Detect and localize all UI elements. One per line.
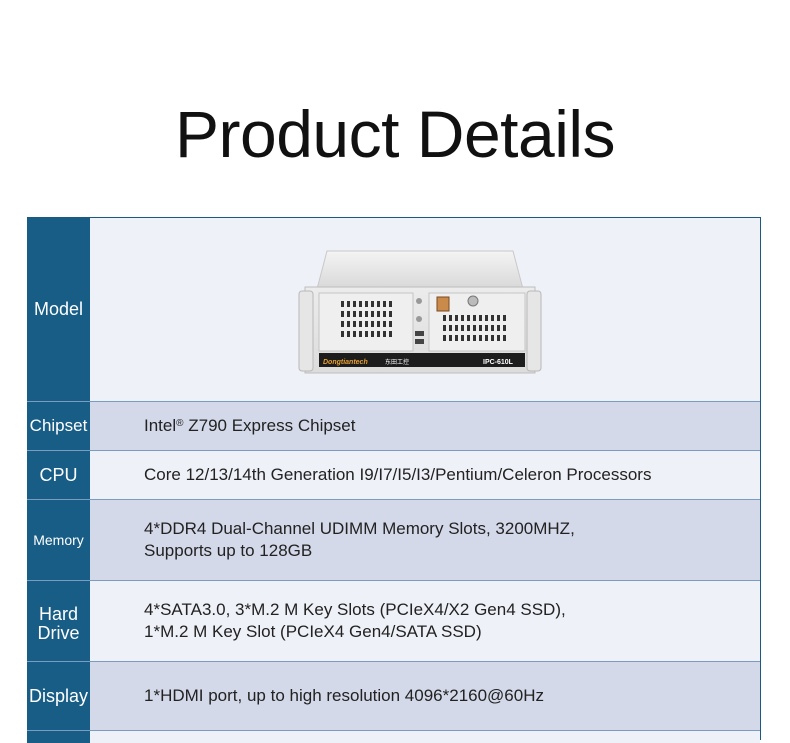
page-title: Product Details (174, 97, 616, 171)
hard-drive-line-2: 1*M.2 M Key Slot (PCIeX4 Gen4/SATA SSD) (144, 622, 482, 641)
spec-label-hard-drive: Hard Drive (27, 581, 90, 661)
bezel-logo-text: 东田工控 (385, 358, 409, 366)
spec-value-hard-drive: 4*SATA3.0, 3*M.2 M Key Slots (PCIeX4/X2 … (90, 581, 760, 661)
spec-label-model: Model (27, 218, 90, 401)
spec-value-cpu: Core 12/13/14th Generation I9/I7/I5/I3/P… (90, 451, 760, 499)
spec-value-chipset: Intel® Z790 Express Chipset (90, 402, 760, 450)
spec-row-cpu: CPU Core 12/13/14th Generation I9/I7/I5/… (27, 451, 760, 499)
spec-label-display: Display (27, 662, 90, 730)
spec-table: Model (27, 217, 761, 743)
spec-row-hard-drive: Hard Drive 4*SATA3.0, 3*M.2 M Key Slots … (27, 581, 760, 661)
spec-row-model: Model (27, 218, 760, 401)
hard-drive-line-1: 4*SATA3.0, 3*M.2 M Key Slots (PCIeX4/X2 … (144, 600, 566, 619)
spec-value-memory: 4*DDR4 Dual-Channel UDIMM Memory Slots, … (90, 500, 760, 580)
spec-label-cpu: CPU (27, 451, 90, 499)
registered-mark: ® (176, 418, 184, 429)
hard-drive-label-line-2: Drive (37, 623, 80, 643)
chipset-brand: Intel (144, 416, 177, 435)
spec-row-memory: Memory 4*DDR4 Dual-Channel UDIMM Memory … (27, 500, 760, 580)
spec-value-next (90, 731, 760, 743)
memory-line-2: Supports up to 128GB (144, 541, 313, 560)
model-image-cell: Dongtiantech 东田工控 IPC-610L (90, 218, 760, 401)
bezel-model-text: IPC-610L (483, 359, 514, 366)
spec-value-display: 1*HDMI port, up to high resolution 4096*… (90, 662, 760, 730)
spec-row-next (27, 731, 760, 743)
spec-row-display: Display 1*HDMI port, up to high resoluti… (27, 662, 760, 730)
spec-label-memory: Memory (27, 500, 90, 580)
hard-drive-label-line-1: Hard (38, 604, 78, 625)
spec-label-chipset: Chipset (27, 402, 90, 450)
bezel-brand-text: Dongtiantech (323, 359, 368, 366)
spec-row-chipset: Chipset Intel® Z790 Express Chipset (27, 402, 760, 450)
chipset-model: Z790 Express Chipset (183, 416, 356, 435)
industrial-pc-chassis-image: Dongtiantech 东田工控 IPC-610L (298, 250, 542, 373)
spec-label-next (27, 731, 90, 743)
memory-line-1: 4*DDR4 Dual-Channel UDIMM Memory Slots, … (144, 519, 575, 538)
